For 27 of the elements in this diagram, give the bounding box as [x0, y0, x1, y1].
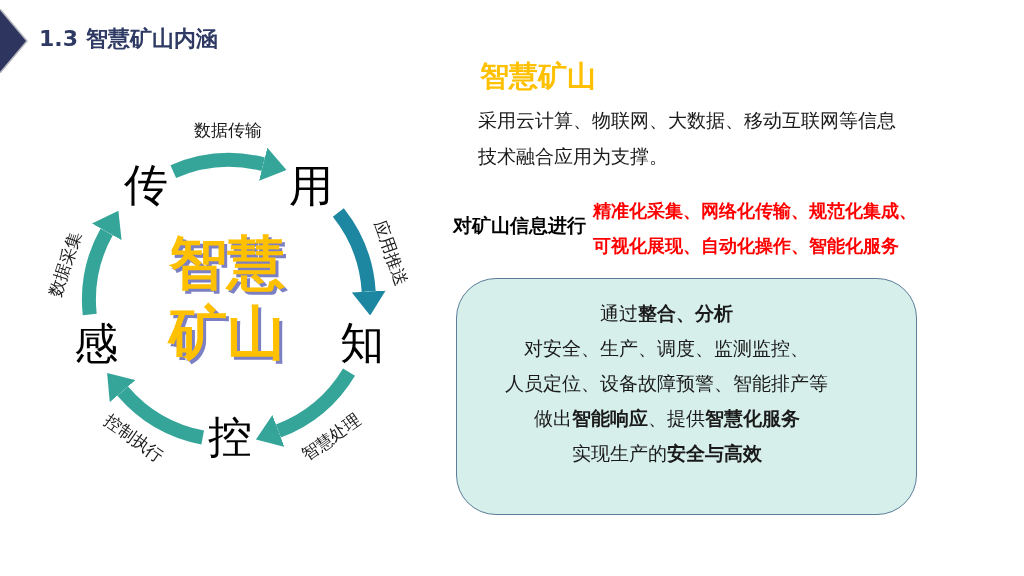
cycle-stage-text: 传 — [122, 159, 170, 211]
section-heading: 智慧矿山 — [480, 58, 596, 95]
slide-title: 1.3 智慧矿山内涵 — [39, 25, 218, 53]
info-text-line: 通过整合、分析 — [600, 301, 733, 326]
info-text-line: 对安全、生产、调度、监测监控、 — [524, 336, 809, 361]
info-text-line: 实现生产的安全与高效 — [571, 441, 762, 466]
edge-label: 数据采集 — [45, 228, 85, 300]
rounded-info-box — [456, 278, 917, 515]
curved-arrow — [106, 373, 205, 445]
cycle-stage-text: 用 — [287, 160, 335, 212]
info-text-line: 做出智能响应、提供智慧化服务 — [533, 406, 800, 431]
cycle-stage-text: 感 — [72, 318, 120, 370]
curved-arrow — [170, 147, 287, 181]
cycle-stage-text: 控 — [206, 411, 254, 463]
highlight-text: 精准化采集、网络化传输、规范化集成、可视化展现、自动化操作、智能化服务 — [593, 199, 918, 258]
cycle-stage-text: 知 — [338, 317, 386, 369]
center-title-text: 智慧矿山 — [169, 228, 286, 368]
curved-arrow — [256, 368, 355, 447]
description-paragraph: 采用云计算、物联网、大数据、移动互联网等信息技术融合应用为支撑。 — [478, 108, 897, 169]
edge-label: 应用推送 — [369, 217, 413, 289]
curved-arrow — [332, 208, 386, 316]
curved-arrow — [82, 210, 122, 315]
edge-label: 智慧处理 — [297, 409, 365, 465]
edge-label: 数据传输 — [194, 120, 262, 140]
edge-label: 控制执行 — [100, 410, 168, 466]
info-text-line: 人员定位、设备故障预警、智能排产等 — [505, 371, 828, 396]
lead-in-text: 对矿山信息进行 — [453, 213, 586, 238]
